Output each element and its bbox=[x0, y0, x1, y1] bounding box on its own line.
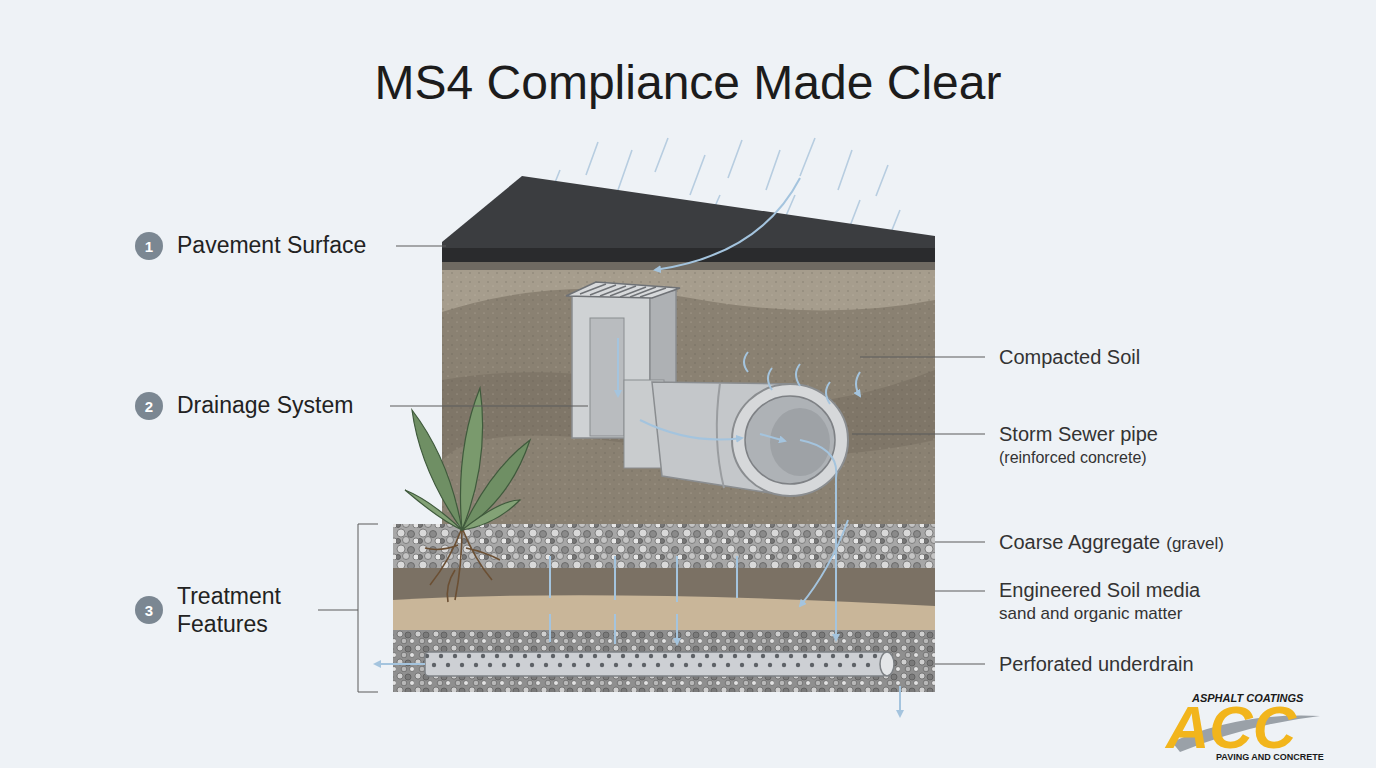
flow-arrow bbox=[617, 338, 619, 396]
layer-label: Storm Sewer pipe bbox=[999, 422, 1158, 446]
underdrain-pipe bbox=[425, 652, 887, 676]
leader-line bbox=[935, 542, 985, 543]
basin-channel bbox=[590, 318, 624, 436]
leader-line bbox=[852, 434, 985, 435]
layer-label: Perforated underdrain bbox=[999, 652, 1194, 676]
flow-arrows bbox=[375, 178, 900, 716]
leaf bbox=[405, 490, 462, 530]
engineered-soil bbox=[393, 568, 935, 630]
underdrain-end bbox=[880, 652, 894, 676]
leader-line bbox=[935, 591, 985, 592]
pavement-top bbox=[442, 176, 935, 250]
label-row: PAVING AND CONCRETE bbox=[1216, 752, 1324, 763]
layer-label: Coarse Aggregate bbox=[999, 530, 1160, 554]
leader-line bbox=[860, 357, 985, 358]
compacted-soil bbox=[442, 255, 935, 530]
label-row: Coarse Aggregate (gravel) bbox=[999, 530, 1224, 554]
plant-roots bbox=[425, 528, 500, 602]
label-row: Engineered Soil media bbox=[999, 578, 1200, 602]
label-row: Perforated underdrain bbox=[999, 652, 1194, 676]
callout-text: 3 bbox=[145, 602, 153, 619]
callout-number: 1 bbox=[135, 232, 163, 260]
leader-line bbox=[390, 406, 588, 407]
group-bracket bbox=[318, 524, 378, 692]
soil-block bbox=[442, 255, 935, 530]
leader-line bbox=[396, 246, 446, 247]
grate bbox=[566, 282, 680, 298]
storm-sewer-pipe bbox=[624, 380, 848, 496]
layer-note: (gravel) bbox=[1166, 534, 1224, 554]
flow-arrow bbox=[760, 434, 785, 441]
layer-label: Compacted Soil bbox=[999, 345, 1140, 369]
label-row: ACC bbox=[1166, 698, 1296, 758]
grate-slots bbox=[580, 284, 666, 297]
callout-number: 3 bbox=[135, 596, 163, 624]
sand-band bbox=[393, 595, 935, 630]
label-row: Treatment Features bbox=[177, 583, 327, 638]
layer-label: Engineered Soil media bbox=[999, 578, 1200, 602]
leaf bbox=[462, 440, 530, 530]
part-label: Treatment Features bbox=[177, 583, 327, 638]
leaf bbox=[462, 500, 520, 530]
part-label: Drainage System bbox=[177, 392, 353, 420]
leader-line bbox=[935, 664, 985, 665]
flow-arrow bbox=[800, 440, 836, 640]
outflow-arrow bbox=[375, 663, 425, 665]
logo-mark: ACC bbox=[1166, 698, 1296, 758]
label-row: Storm Sewer pipe bbox=[999, 422, 1158, 446]
treatment-layers bbox=[393, 524, 935, 692]
bottom-gravel bbox=[393, 630, 935, 692]
pavement-edge bbox=[442, 248, 935, 262]
flow-arrow bbox=[655, 178, 800, 270]
label-row: sand and organic matter bbox=[999, 604, 1182, 624]
plant bbox=[405, 388, 530, 602]
pipe-bore bbox=[745, 396, 835, 484]
label-row: Pavement Surface bbox=[177, 232, 366, 260]
infiltration-arrow bbox=[550, 556, 737, 644]
flow-arrow bbox=[800, 520, 848, 606]
label-row: Drainage System bbox=[177, 392, 353, 420]
label-row: (reinforced concrete) bbox=[999, 448, 1147, 467]
coarse-aggregate bbox=[393, 524, 935, 568]
layer-note: (reinforced concrete) bbox=[999, 448, 1147, 467]
layer-note: sand and organic matter bbox=[999, 604, 1182, 624]
callout-text: 2 bbox=[145, 398, 153, 415]
flow-arrow bbox=[640, 420, 742, 440]
seepage-arrow bbox=[744, 352, 860, 404]
leader-lines bbox=[318, 246, 985, 692]
callout-number: 2 bbox=[135, 392, 163, 420]
part-label: Pavement Surface bbox=[177, 232, 366, 260]
diagram-title: MS4 Compliance Made Clear bbox=[0, 54, 1376, 112]
pavement bbox=[442, 176, 935, 270]
pipe-joint bbox=[717, 383, 724, 488]
soil-texture bbox=[442, 255, 935, 530]
outflow-arrow bbox=[899, 686, 901, 716]
logo-text: PAVING AND CONCRETE bbox=[1216, 752, 1324, 763]
callout-text: 1 bbox=[145, 238, 153, 255]
label-row: Compacted Soil bbox=[999, 345, 1140, 369]
pipe-inner bbox=[770, 408, 830, 476]
pipe-end bbox=[732, 384, 848, 496]
